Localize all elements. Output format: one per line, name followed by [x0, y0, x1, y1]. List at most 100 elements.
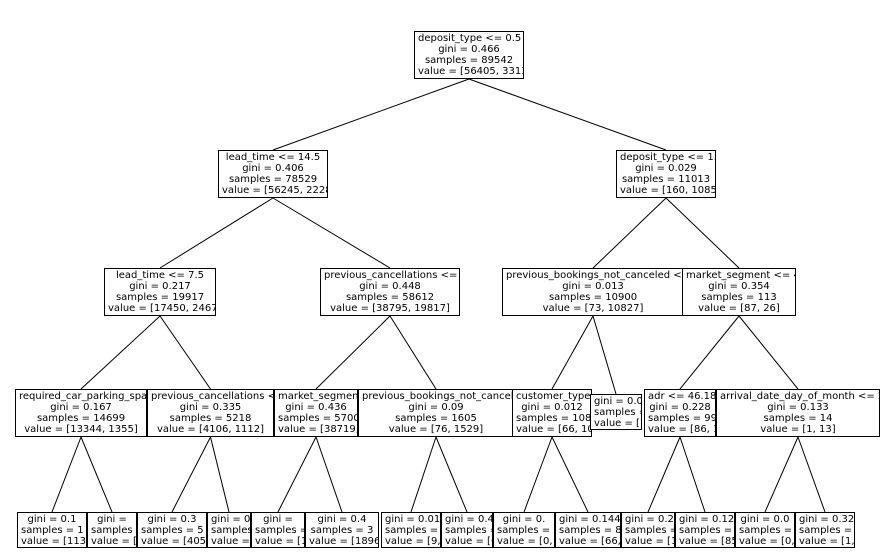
node-line: samples = 9 — [739, 525, 794, 536]
node-line: value = [7, 6] — [594, 418, 641, 429]
node-line: gini = 0.3 — [147, 514, 197, 525]
node-line: gini = 0.0 — [740, 514, 790, 525]
node-line: previous_cancellations <= 0.5 — [324, 270, 459, 281]
edge-n6-n13 — [679, 315, 740, 390]
node-line: value = [86, 13] — [648, 424, 715, 435]
node-line: value = [17450, 2467] — [108, 303, 216, 314]
node-line: value = [1, — [625, 536, 675, 547]
node-line: gini = 0.013 — [562, 281, 624, 292]
node-line: gini = 0.448 — [359, 281, 421, 292]
node-line: gini = 0.01 — [385, 514, 441, 525]
tree-node-n10: previous_bookings_not_canceled <= 0.5gin… — [358, 389, 514, 437]
edge-n5-n11 — [551, 315, 594, 390]
node-line: gini = 0 — [211, 514, 251, 525]
node-line: samples = 10887 — [516, 413, 592, 424]
node-line: value = [19 — [255, 536, 304, 547]
node-line: gini = 0.167 — [50, 402, 112, 413]
edge-n3-n8 — [159, 315, 211, 390]
node-line: gini = 0.144 — [559, 514, 621, 525]
node-line: value = [38795, 19817] — [330, 303, 450, 314]
node-line: samples = 13 — [594, 407, 641, 418]
edge-n2-n5 — [592, 197, 667, 269]
node-line: samples = — [91, 525, 136, 536]
edge-n9-n19 — [277, 436, 317, 513]
node-line: deposit_type <= 1.5 — [620, 152, 716, 163]
node-line: value = [67 — [445, 536, 492, 547]
node-line: value = [1, 4] — [799, 536, 855, 547]
edge-n0-n1 — [272, 78, 470, 151]
node-line: lead_time <= 7.5 — [115, 270, 205, 281]
node-line: gini = 0.1 — [27, 514, 77, 525]
tree-node-n5: previous_bookings_not_canceled <= 0.5gin… — [502, 268, 684, 316]
edge-n9-n20 — [315, 436, 343, 513]
node-line: samples = 5 — [799, 525, 854, 536]
node-line: value = [73, 10827] — [542, 303, 644, 314]
node-line: value = [4106, 1112] — [156, 424, 265, 435]
node-line: value = [9, 1 — [385, 536, 441, 547]
node-line: samples = — [255, 525, 305, 536]
edge-n7-n15 — [51, 436, 82, 513]
node-line: gini = 0.354 — [708, 281, 770, 292]
node-line: samples = 1 — [385, 525, 440, 536]
node-line: samples = 11013 — [621, 174, 711, 185]
node-line: value = [160, 10853] — [620, 185, 715, 196]
node-line: gini = — [263, 514, 293, 525]
edge-n10-n21 — [410, 436, 437, 513]
edge-n10-n22 — [435, 436, 468, 513]
edge-n7-n16 — [80, 436, 113, 513]
node-line: samples = 1 — [21, 525, 84, 536]
node-line: gini = 0.436 — [285, 402, 347, 413]
node-line: samples = 3 — [310, 525, 374, 536]
edge-n14-n27 — [764, 436, 799, 513]
node-line: gini = 0.029 — [635, 163, 697, 174]
node-line: samples = — [211, 525, 251, 536]
node-line: market_segment <= 4.5 — [686, 270, 795, 281]
edge-n6-n14 — [738, 315, 799, 390]
node-line: value = [13344, 1355] — [24, 424, 138, 435]
node-line: value = [18961 — [309, 536, 379, 547]
node-line: gini = 0.217 — [129, 281, 191, 292]
node-line: samples = 57007 — [278, 413, 358, 424]
node-line: value = [56245, 22284] — [222, 185, 327, 196]
node-line: gini = 0.4 — [445, 514, 493, 525]
node-line: market_segment <= 4.5 — [278, 391, 358, 402]
edge-n2-n6 — [665, 197, 740, 269]
edge-n14-n28 — [797, 436, 826, 513]
node-line: samples = 14699 — [36, 413, 126, 424]
node-line: adr <= 46.18 — [648, 391, 716, 402]
edge-n0-n2 — [468, 78, 667, 151]
node-line: samples = 113 — [701, 292, 777, 303]
node-line: value = [56405, 33137] — [418, 66, 523, 77]
edge-n11-n23 — [523, 436, 553, 513]
node-line: gini = 0.335 — [179, 402, 242, 413]
tree-node-n16: gini =samples =value = [1 — [87, 512, 137, 548]
node-line: samples = 89542 — [424, 55, 514, 66]
node-line: value = [76, 1529] — [388, 424, 484, 435]
node-line: arrival_date_day_of_month <= 27.5 — [720, 391, 879, 402]
node-line: samples = 58612 — [345, 292, 435, 303]
node-line: samples = 99 — [648, 413, 716, 424]
edge-n1-n3 — [159, 197, 274, 269]
node-line: samples = 1605 — [395, 413, 477, 424]
edge-n1-n4 — [272, 197, 391, 269]
